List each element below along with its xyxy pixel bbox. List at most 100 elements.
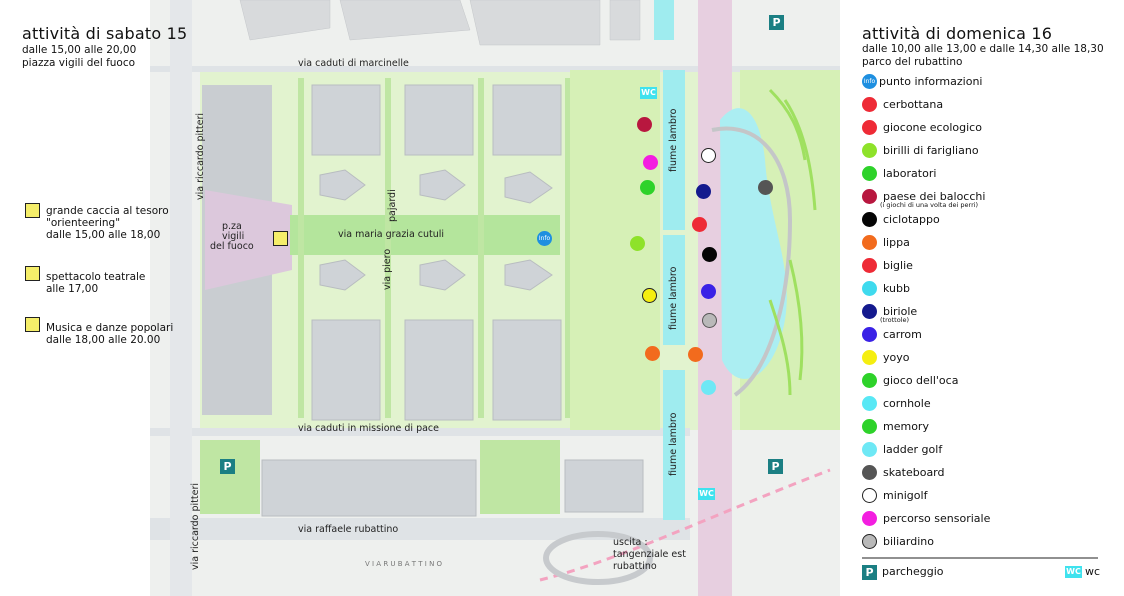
parking-icon: P: [220, 459, 235, 474]
plaza-label: p.za: [222, 221, 242, 232]
map-marker: [630, 236, 645, 251]
legend-label: punto informazioni: [879, 74, 983, 88]
legend-note: (i giochi di una volta dei perri): [880, 201, 979, 209]
wc-icon: WC: [698, 488, 715, 500]
map-marker: [640, 180, 655, 195]
right-panel-time: dalle 10,00 alle 13,00 e dalle 14,30 all…: [862, 43, 1104, 55]
legend-item: biglie: [862, 256, 913, 274]
legend-color-dot: [862, 487, 877, 503]
legend-color-dot: [862, 165, 877, 181]
legend-label: lippa: [883, 235, 910, 249]
legend-color-dot: [862, 234, 877, 250]
legend-label: ladder golf: [883, 442, 943, 456]
legend-item: biriole: [862, 302, 917, 320]
legend-color-dot: [862, 96, 877, 112]
map-marker: [696, 184, 711, 199]
legend-info-row: Info punto informazioni: [862, 72, 982, 90]
legend-color-dot: [862, 188, 877, 204]
map-marker: [701, 148, 716, 163]
legend-label: biliardino: [883, 534, 934, 548]
exit-label: uscita :: [613, 537, 648, 548]
exit-label: tangenziale est: [613, 549, 686, 560]
street-label: via caduti di marcinelle: [298, 58, 409, 69]
legend-item: birilli di farigliano: [862, 141, 979, 159]
saturday-activity-2: spettacolo teatrale alle 17,00: [46, 271, 146, 295]
legend-label: yoyo: [883, 350, 910, 364]
legend-label: birilli di farigliano: [883, 143, 979, 157]
left-panel-place: piazza vigili del fuoco: [22, 57, 136, 69]
street-label: via riccardo pitteri: [195, 112, 206, 200]
activity-marker-square: [25, 266, 40, 281]
left-panel-title: attività di sabato 15: [22, 24, 188, 43]
legend-label: skateboard: [883, 465, 945, 479]
info-point-icon: Info: [537, 231, 552, 246]
legend-label: percorso sensoriale: [883, 511, 991, 525]
legend-item: lippa: [862, 233, 910, 251]
river-label: fiume lambro: [668, 266, 679, 330]
legend-item: cerbottana: [862, 95, 943, 113]
right-panel-place: parco del rubattino: [862, 56, 963, 68]
saturday-activity-3: Musica e danze popolari dalle 18,00 alle…: [46, 322, 174, 346]
legend-note: (trottole): [880, 316, 910, 324]
parking-icon: P: [769, 15, 784, 30]
exit-label: rubattino: [613, 561, 657, 572]
legend-item: carrom: [862, 325, 922, 343]
river-label: fiume lambro: [668, 412, 679, 476]
legend-color-dot: [862, 349, 877, 365]
street-label: via caduti in missione di pace: [298, 423, 440, 434]
parking-icon: P: [862, 565, 877, 580]
legend-color-dot: [862, 326, 877, 342]
legend-item: memory: [862, 417, 929, 435]
left-panel-time: dalle 15,00 alle 20,00: [22, 44, 137, 56]
legend-item: cornhole: [862, 394, 931, 412]
map-marker: [645, 346, 660, 361]
parking-icon: P: [768, 459, 783, 474]
map-marker: [692, 217, 707, 232]
legend-label: giocone ecologico: [883, 120, 982, 134]
legend-item: paese dei balocchi: [862, 187, 985, 205]
street-label: via raffaele rubattino: [298, 524, 399, 535]
legend-label: biriole: [883, 304, 918, 318]
legend-label: carrom: [883, 327, 922, 341]
wc-icon: WC: [1065, 566, 1082, 578]
legend-color-dot: [862, 211, 877, 227]
map-marker: [701, 284, 716, 299]
legend-color-dot: [862, 142, 877, 158]
legend-item: ladder golf: [862, 440, 942, 458]
street-label: V I A R U B A T T I N O: [365, 560, 443, 568]
legend-label: kubb: [883, 281, 910, 295]
saturday-activity-location: [273, 231, 288, 246]
legend-color-dot: [862, 395, 877, 411]
legend-color-dot: [862, 280, 877, 296]
legend-label: minigolf: [883, 488, 928, 502]
map-marker: [701, 380, 716, 395]
legend-label: cerbottana: [883, 97, 944, 111]
legend-label: memory: [883, 419, 929, 433]
map-marker: [688, 347, 703, 362]
info-point-icon: Info: [862, 73, 877, 89]
legend-item: ciclotappo: [862, 210, 940, 228]
legend-item: gioco dell'oca: [862, 371, 958, 389]
map-marker: [642, 288, 657, 303]
legend-label: laboratori: [883, 166, 937, 180]
legend-item: laboratori: [862, 164, 936, 182]
map-marker: [643, 155, 658, 170]
activity-marker-square: [25, 203, 40, 218]
street-label: via maria grazia cutuli: [338, 229, 445, 240]
legend-color-dot: [862, 372, 877, 388]
saturday-activity-1: grande caccia al tesoro "orienteering" d…: [46, 205, 169, 241]
legend-color-dot: [862, 119, 877, 135]
legend-label: cornhole: [883, 396, 931, 410]
river-label: fiume lambro: [668, 108, 679, 172]
street-label: via piero: [382, 248, 393, 290]
map-marker: [637, 117, 652, 132]
legend-color-dot: [862, 510, 877, 526]
legend-parking-label: parcheggio: [882, 565, 944, 578]
legend-item: giocone ecologico: [862, 118, 982, 136]
legend-item: biliardino: [862, 532, 934, 550]
legend-item: yoyo: [862, 348, 909, 366]
legend-label: biglie: [883, 258, 913, 272]
legend-color-dot: [862, 257, 877, 273]
legend-label: ciclotappo: [883, 212, 940, 226]
